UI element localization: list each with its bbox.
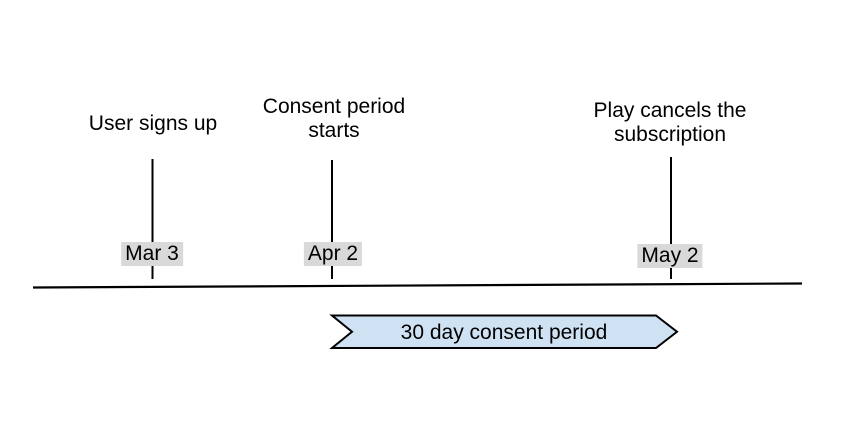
timeline-axis	[32, 282, 803, 289]
event-label-user-signs-up: User signs up	[88, 112, 218, 135]
consent-period-label: 30 day consent period	[400, 321, 608, 344]
consent-period-arrow	[329, 314, 679, 349]
date-badge-apr-2: Apr 2	[303, 242, 363, 266]
event-label-play-cancels: Play cancels the subscription	[593, 99, 747, 146]
date-badge-mar-3: Mar 3	[121, 242, 183, 266]
date-badge-may-2: May 2	[637, 244, 703, 268]
event-label-consent-period-starts: Consent period starts	[262, 95, 406, 142]
